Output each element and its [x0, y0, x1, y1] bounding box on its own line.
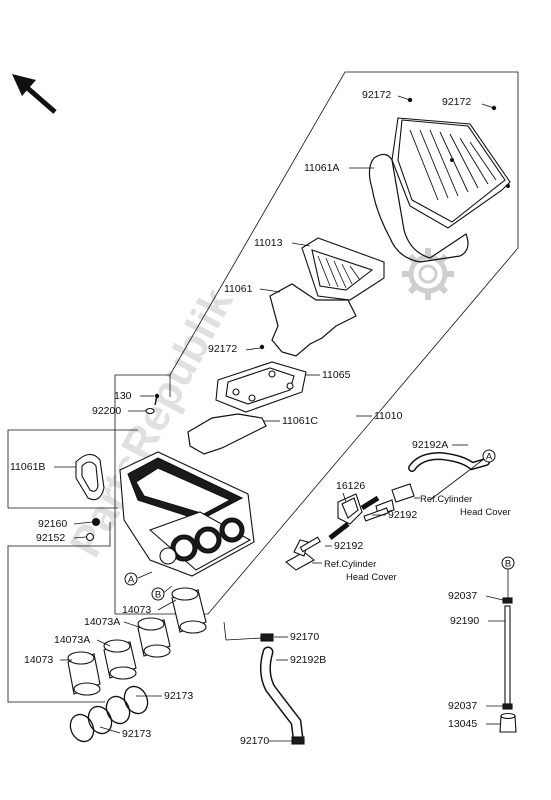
bolt-130 — [154, 393, 160, 406]
label-92173-b: 92173 — [122, 728, 151, 740]
label-11061B: 11061B — [10, 461, 45, 473]
label-92172-c: 92172 — [208, 343, 237, 355]
funnel-14073-bottom — [67, 651, 101, 696]
nut-92160 — [92, 518, 100, 526]
funnel-14073A-lower — [103, 639, 137, 680]
svg-text:A: A — [486, 452, 493, 463]
label-13045: 13045 — [448, 718, 477, 730]
air-filter-element-11013 — [301, 237, 385, 301]
label-92192B: 92192B — [290, 654, 326, 666]
label-92037-b: 92037 — [448, 700, 477, 712]
drain-plug-13045 — [499, 712, 517, 733]
gasket-11061C — [187, 413, 267, 455]
hose-92192-upper — [363, 507, 390, 522]
label-92152: 92152 — [36, 532, 65, 544]
label-11010: 11010 — [374, 410, 403, 422]
part-labels: 92172 92172 11061A 11013 11061 92172 110… — [10, 89, 479, 747]
hose-92192-lower — [299, 536, 321, 553]
assembly-frame — [114, 71, 519, 615]
gasket-11061 — [269, 283, 357, 357]
reed-valve-16126 — [328, 493, 380, 540]
hose-92192A-inner — [409, 453, 489, 471]
label-11061A: 11061A — [304, 162, 339, 174]
ref-note-2-line2: Head Cover — [346, 572, 397, 583]
label-92173-a: 92173 — [164, 690, 193, 702]
direction-arrow-icon — [12, 74, 57, 114]
label-11061: 11061 — [224, 283, 253, 295]
label-11061C: 11061C — [282, 415, 318, 427]
label-92192-lower: 92192 — [334, 540, 363, 552]
plate-11065 — [215, 361, 307, 413]
clamp-92173-set — [69, 685, 149, 743]
label-14073-bottom: 14073 — [24, 654, 53, 666]
svg-text:A: A — [128, 575, 135, 586]
left-bracket-frame — [7, 429, 138, 509]
label-92170-a: 92170 — [290, 631, 319, 643]
label-92172-b: 92172 — [442, 96, 471, 108]
funnel-14073-top — [171, 587, 207, 634]
svg-text:B: B — [155, 590, 161, 601]
label-130: 130 — [114, 390, 132, 402]
gear-watermark-icon — [402, 248, 454, 300]
label-14073-top: 14073 — [122, 604, 151, 616]
label-92170-b: 92170 — [240, 735, 269, 747]
label-11065: 11065 — [322, 369, 351, 381]
label-14073A-lower: 14073A — [54, 634, 90, 646]
label-92192-upper: 92192 — [388, 509, 417, 521]
label-16126: 16126 — [336, 480, 365, 492]
air-cleaner-housing — [119, 451, 255, 577]
marker-A-housing: A — [124, 572, 138, 586]
label-92192A: 92192A — [412, 439, 448, 451]
label-92172-a: 92172 — [362, 89, 391, 101]
marker-B-drain: B — [501, 556, 515, 570]
marker-A-hose: A — [482, 449, 496, 463]
drain-tube-92190 — [502, 597, 513, 710]
clip-92170-b — [291, 736, 305, 745]
label-92190: 92190 — [450, 615, 479, 627]
label-11013: 11013 — [254, 237, 283, 249]
label-14073A-upper: 14073A — [84, 616, 120, 628]
lower-bracket-frame — [7, 522, 111, 703]
label-92160: 92160 — [38, 518, 67, 530]
gasket-11061B — [75, 453, 105, 501]
ref-note-1-line2: Head Cover — [460, 507, 511, 518]
gasket-11061A — [368, 153, 469, 263]
label-92037-a: 92037 — [448, 590, 477, 602]
svg-text:B: B — [505, 559, 511, 570]
screw-92172-c — [259, 344, 265, 350]
label-92200: 92200 — [92, 405, 121, 417]
washer-92200 — [145, 407, 155, 415]
hose-92192B-inner — [261, 648, 302, 742]
marker-B-housing: B — [151, 587, 165, 601]
ref-note-2-line1: Ref.Cylinder — [324, 559, 376, 570]
ref-note-1-line1: Ref.Cylinder — [420, 494, 472, 505]
clip-92170-a — [260, 633, 274, 642]
funnel-14073A-upper — [137, 617, 171, 658]
washer-92152 — [85, 532, 95, 542]
air-cleaner-top-cover — [391, 117, 511, 229]
reference-notes: Ref.Cylinder Head Cover Ref.Cylinder Hea… — [312, 494, 511, 583]
